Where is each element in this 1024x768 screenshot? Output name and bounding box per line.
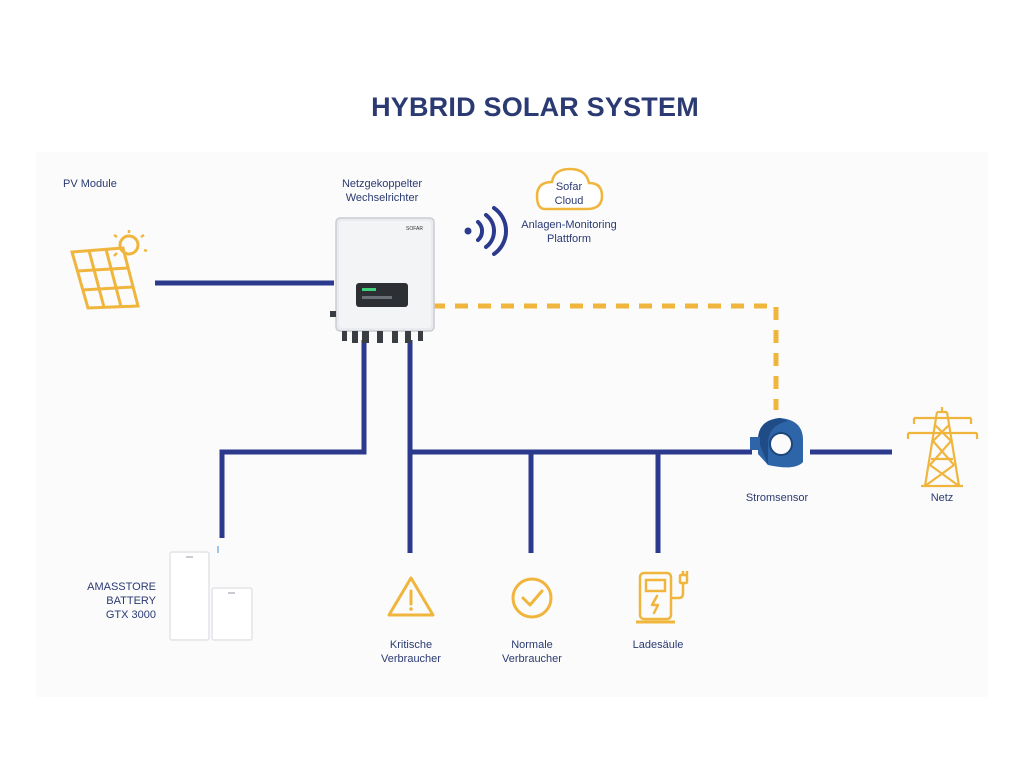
sensor-label: Stromsensor bbox=[745, 492, 809, 504]
inverter-label: Netzgekoppelter Wechselrichter bbox=[320, 177, 444, 205]
battery-label-line3: GTX 3000 bbox=[105, 609, 156, 621]
cloud-text-line1: Sofar bbox=[556, 181, 583, 193]
power-pylon-icon bbox=[906, 407, 979, 488]
checkmark-icon bbox=[511, 577, 553, 619]
current-sensor-icon bbox=[750, 418, 803, 468]
battery-label-line1: AMASSTORE bbox=[87, 581, 156, 593]
pv-module-label: PV Module bbox=[63, 178, 117, 190]
inverter-icon: SOFAR bbox=[330, 217, 435, 343]
inverter-brand: SOFAR bbox=[406, 226, 423, 232]
monitoring-label-line1: Anlagen-Monitoring bbox=[521, 219, 617, 231]
critical-loads-label-line1: Kritische bbox=[389, 639, 433, 651]
cloud-text-line2: Cloud bbox=[555, 195, 584, 207]
normal-loads-label-line1: Normale bbox=[511, 639, 553, 651]
critical-loads-label: Kritische Verbraucher bbox=[361, 638, 461, 666]
inverter-label-line1: Netzgekoppelter bbox=[341, 178, 423, 190]
sensor-signal-line bbox=[432, 303, 779, 410]
charger-label: Ladesäule bbox=[632, 639, 684, 651]
ev-charger-icon bbox=[636, 571, 689, 624]
cloud-icon: Sofar Cloud bbox=[535, 167, 604, 211]
grid-label: Netz bbox=[930, 492, 954, 504]
inverter-label-line2: Wechselrichter bbox=[345, 192, 419, 204]
solar-panel-icon bbox=[70, 230, 148, 310]
diagram-title: HYBRID SOLAR SYSTEM bbox=[371, 92, 699, 122]
monitoring-label: Anlagen-Monitoring Plattform bbox=[509, 218, 629, 246]
wireless-signal-icon bbox=[464, 206, 508, 256]
critical-loads-label-line2: Verbraucher bbox=[381, 653, 441, 665]
battery-label-line2: BATTERY bbox=[106, 595, 156, 607]
monitoring-label-line2: Plattform bbox=[546, 233, 591, 245]
inverter-to-battery-line bbox=[219, 340, 367, 538]
normal-loads-label-line2: Verbraucher bbox=[502, 653, 562, 665]
normal-loads-label: Normale Verbraucher bbox=[482, 638, 582, 666]
warning-icon bbox=[387, 576, 435, 617]
power-lines bbox=[155, 280, 892, 553]
battery-label: AMASSTORE BATTERY GTX 3000 bbox=[60, 580, 156, 622]
battery-icon bbox=[169, 546, 253, 641]
